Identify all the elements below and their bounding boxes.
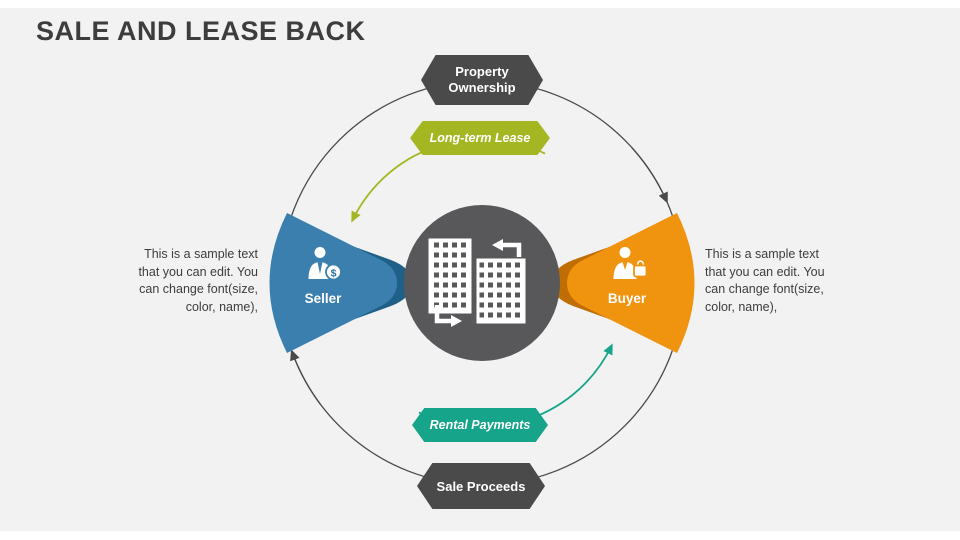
bottom-white-margin (0, 531, 960, 540)
sale-proceeds-label: Sale Proceeds (436, 478, 526, 494)
seller-label: Seller (304, 291, 342, 306)
buyer-caption: This is a sample text that you can edit.… (705, 247, 825, 314)
cycle-arrow-top-head (492, 239, 503, 251)
seller-person-icon: $ (308, 247, 342, 281)
buyer-wedge (567, 213, 695, 353)
dollar-badge (325, 263, 342, 281)
top-white-margin (0, 0, 960, 8)
property-exchange-icon (428, 238, 527, 327)
rental-payments-hexagon: Rental Payments (412, 408, 548, 442)
seller-tie (317, 262, 323, 274)
bag-handle (636, 260, 645, 266)
rental-payments-label: Rental Payments (429, 418, 531, 432)
ownership-to-buyer-arrow (631, 147, 668, 204)
proceeds-to-seller-arrow (290, 349, 322, 405)
seller-wedge (269, 213, 397, 353)
buyer-label: Buyer (607, 291, 647, 306)
seller-caption: This is a sample text that you can edit.… (138, 247, 258, 314)
buyer-person-icon (613, 247, 648, 279)
long-term-lease-label: Long-term Lease (429, 131, 531, 145)
dollar-sign: $ (331, 268, 337, 280)
long-term-lease-hexagon: Long-term Lease (410, 121, 550, 155)
cycle-arrow-bottom-head (451, 315, 462, 327)
property-ownership-label: Property Ownership (448, 63, 516, 95)
cycle-arrow-top (502, 242, 522, 258)
cycle-arrow-bottom (434, 305, 452, 324)
buyer-lapel (622, 262, 628, 270)
sale-proceeds-hexagon: Sale Proceeds (417, 463, 545, 509)
property-ownership-hexagon: Property Ownership (421, 55, 543, 105)
building-front (476, 258, 526, 324)
shopping-bag-icon (633, 264, 648, 278)
building-back (428, 238, 472, 314)
page-title: SALE AND LEASE BACK (36, 16, 366, 46)
